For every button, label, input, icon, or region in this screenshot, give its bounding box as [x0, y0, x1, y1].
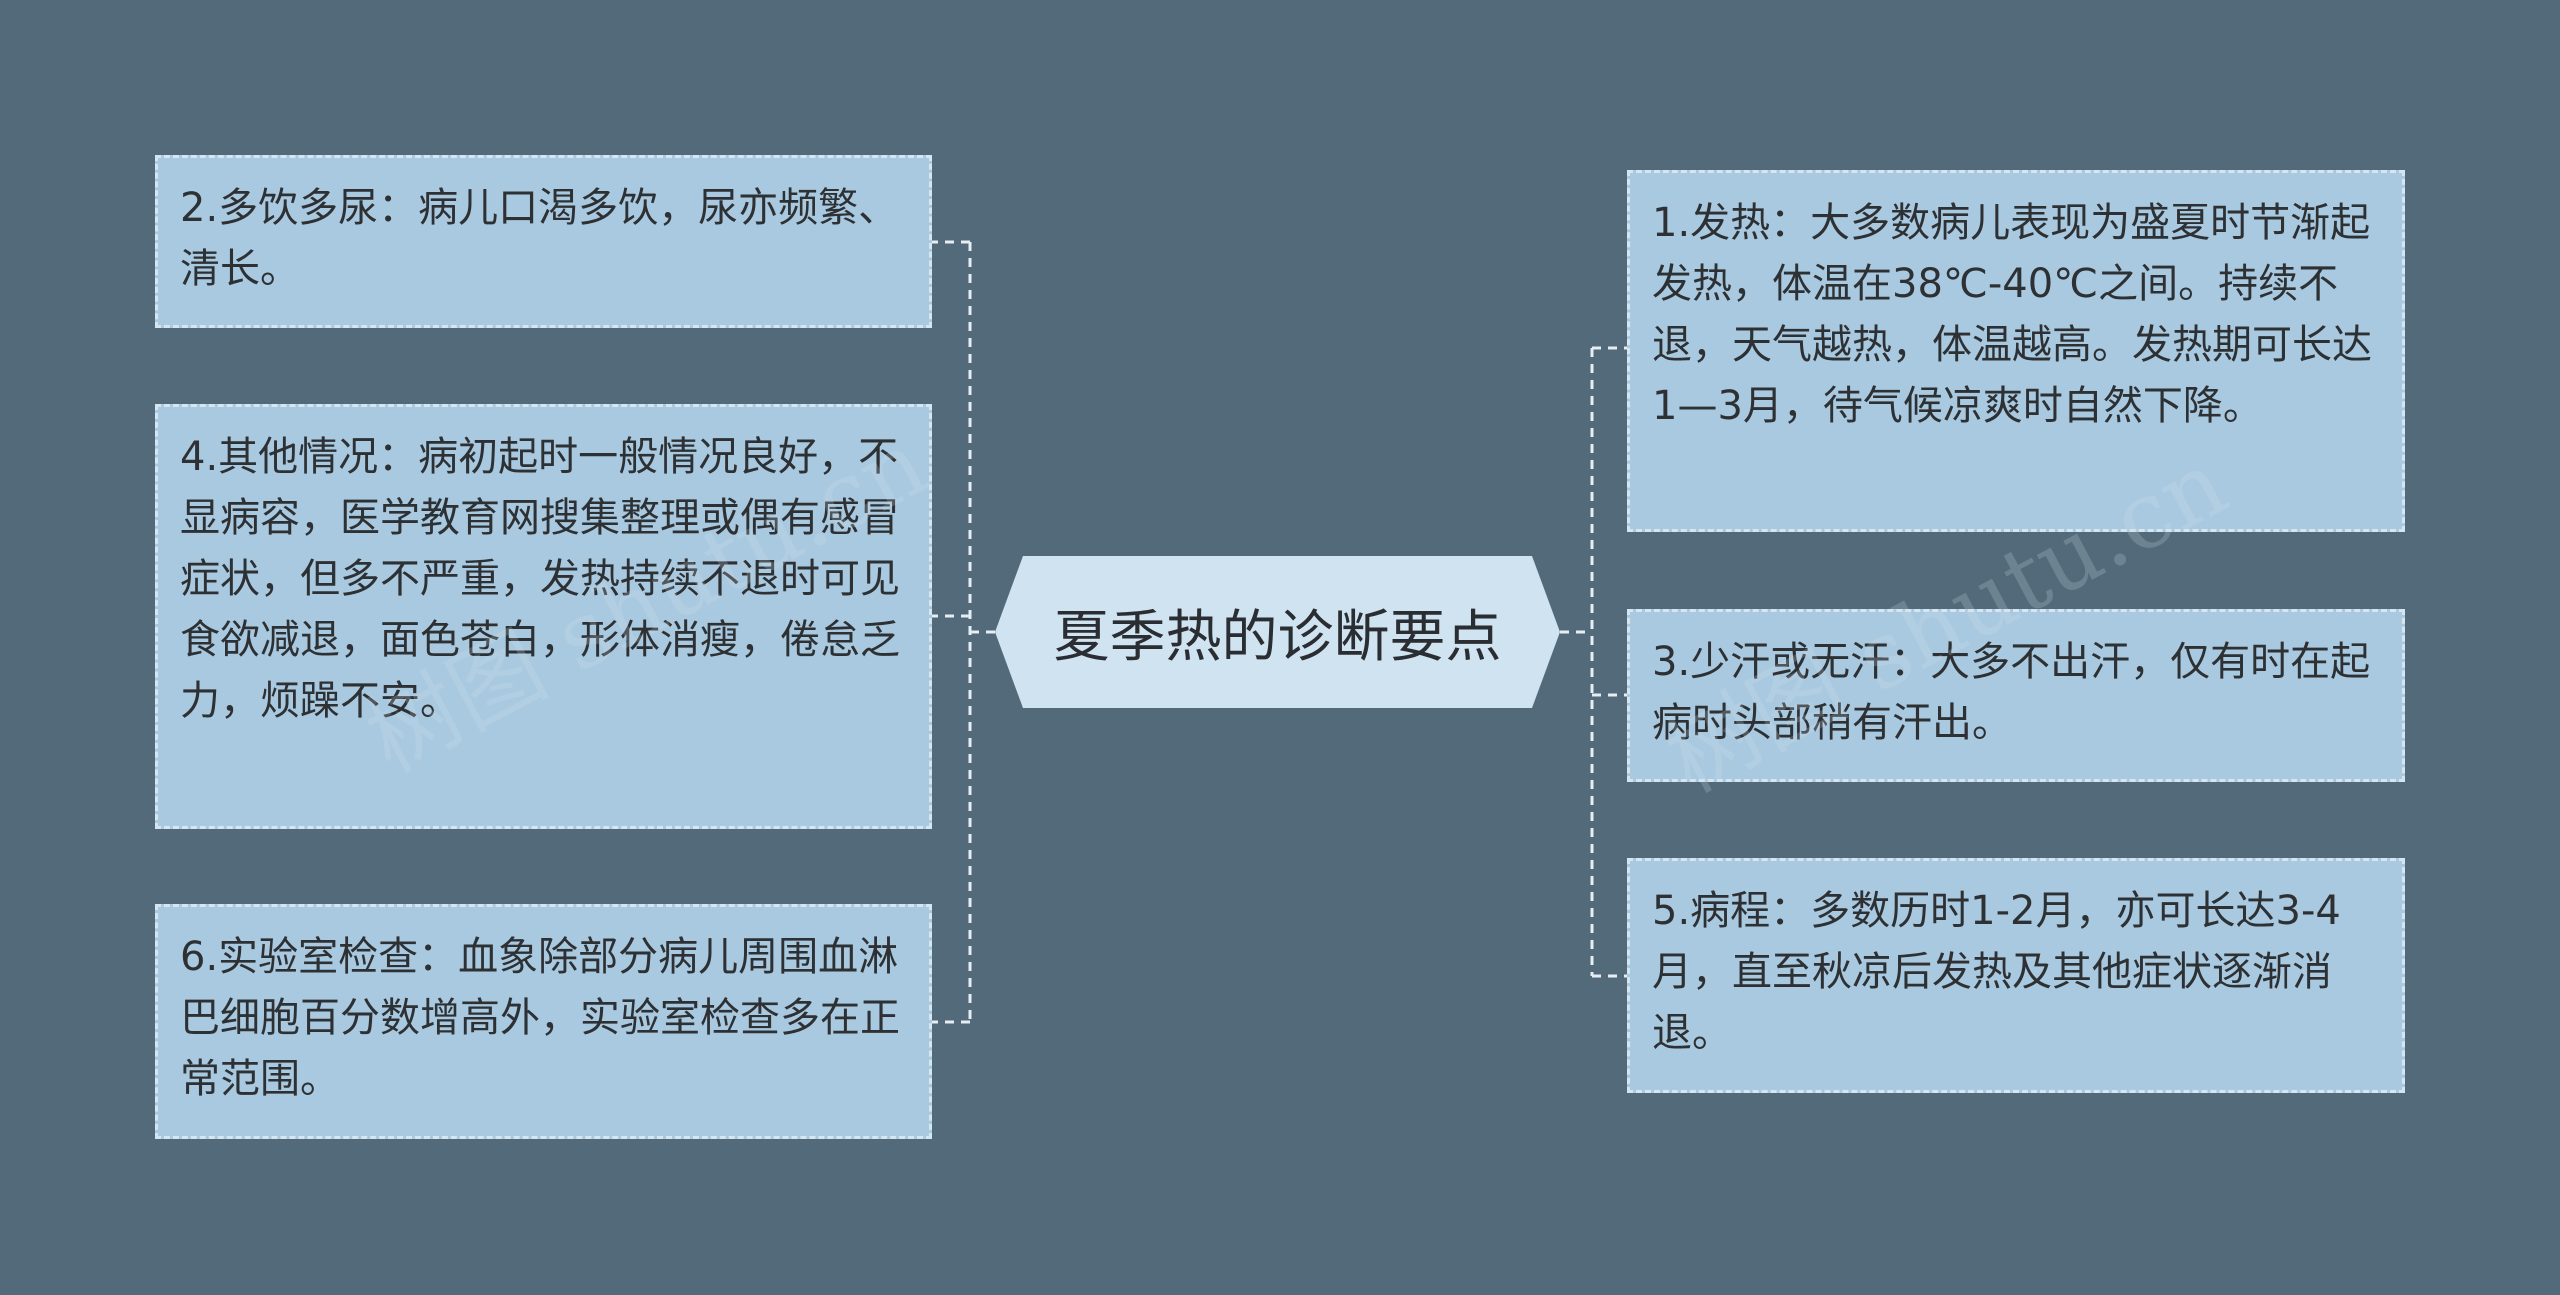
central-topic[interactable]: 夏季热的诊断要点 — [995, 556, 1560, 708]
left-node-polydipsia[interactable]: 2.多饮多尿：病儿口渴多饮，尿亦频繁、清长。 — [155, 155, 932, 328]
right-node-course-text: 5.病程：多数历时1-2月，亦可长达3-4月，直至秋凉后发热及其他症状逐渐消退。 — [1652, 888, 2341, 1056]
left-node-lab-tests-text: 6.实验室检查：血象除部分病儿周围血淋巴细胞百分数增高外，实验室检查多在正常范围… — [180, 934, 900, 1102]
right-node-fever-text: 1.发热：大多数病儿表现为盛夏时节渐起发热，体温在38℃-40℃之间。持续不退，… — [1652, 200, 2372, 429]
right-node-sweating[interactable]: 3.少汗或无汗：大多不出汗，仅有时在起病时头部稍有汗出。 — [1627, 609, 2405, 782]
right-node-course[interactable]: 5.病程：多数历时1-2月，亦可长达3-4月，直至秋凉后发热及其他症状逐渐消退。 — [1627, 858, 2405, 1093]
left-node-polydipsia-text: 2.多饮多尿：病儿口渴多饮，尿亦频繁、清长。 — [180, 185, 899, 292]
right-node-sweating-text: 3.少汗或无汗：大多不出汗，仅有时在起病时头部稍有汗出。 — [1652, 639, 2371, 746]
right-node-fever[interactable]: 1.发热：大多数病儿表现为盛夏时节渐起发热，体温在38℃-40℃之间。持续不退，… — [1627, 170, 2405, 532]
left-node-other-conditions-text: 4.其他情况：病初起时一般情况良好，不显病容，医学教育网搜集整理或偶有感冒症状，… — [180, 434, 900, 724]
left-node-other-conditions[interactable]: 4.其他情况：病初起时一般情况良好，不显病容，医学教育网搜集整理或偶有感冒症状，… — [155, 404, 932, 829]
central-topic-title: 夏季热的诊断要点 — [1053, 604, 1502, 670]
left-node-lab-tests[interactable]: 6.实验室检查：血象除部分病儿周围血淋巴细胞百分数增高外，实验室检查多在正常范围… — [155, 904, 932, 1139]
